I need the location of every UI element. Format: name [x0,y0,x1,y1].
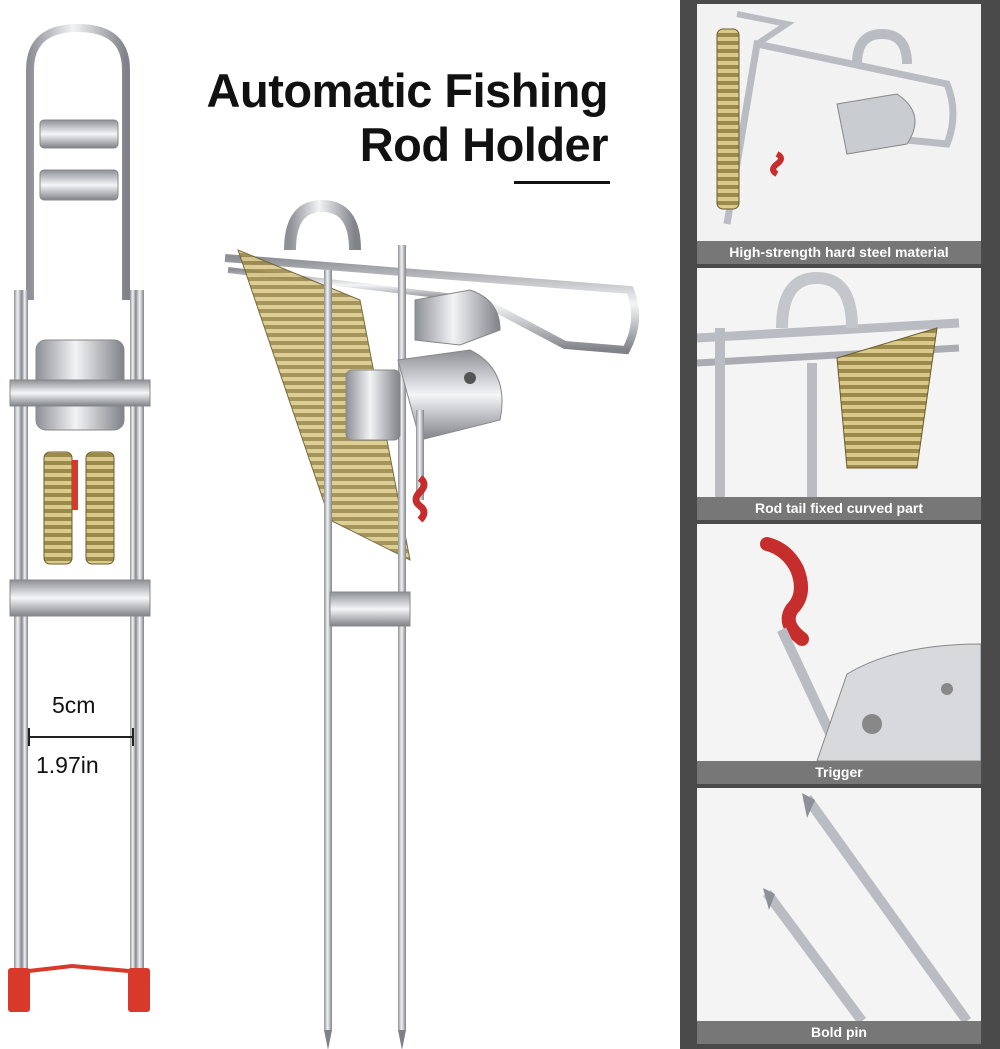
title-line-2: Rod Holder [359,118,609,171]
trigger-detail-image [697,524,981,761]
tile-caption: Trigger [697,761,981,784]
detail-tile-trigger: Trigger [697,524,981,784]
detail-tile-steel: High-strength hard steel material [697,4,981,264]
tile-caption: High-strength hard steel material [697,241,981,264]
steel-detail-image [697,4,981,241]
rod-holder-illustration [8,23,640,1049]
page-title: Automatic Fishing Rod Holder [206,64,609,172]
pin-detail-image [697,788,981,1021]
tile-caption: Bold pin [697,1021,981,1044]
detail-tile-pin: Bold pin [697,788,981,1044]
width-inch-label: 1.97in [36,752,99,778]
front-view-holder [8,23,151,1012]
title-underline [514,181,610,184]
width-cm-label: 5cm [52,692,96,718]
detail-tile-curved-part: Rod tail fixed curved part [697,268,981,520]
tile-caption: Rod tail fixed curved part [697,497,981,520]
curved-part-detail-image [697,268,981,497]
title-line-1: Automatic Fishing [206,64,609,117]
side-view-holder [224,199,640,1049]
